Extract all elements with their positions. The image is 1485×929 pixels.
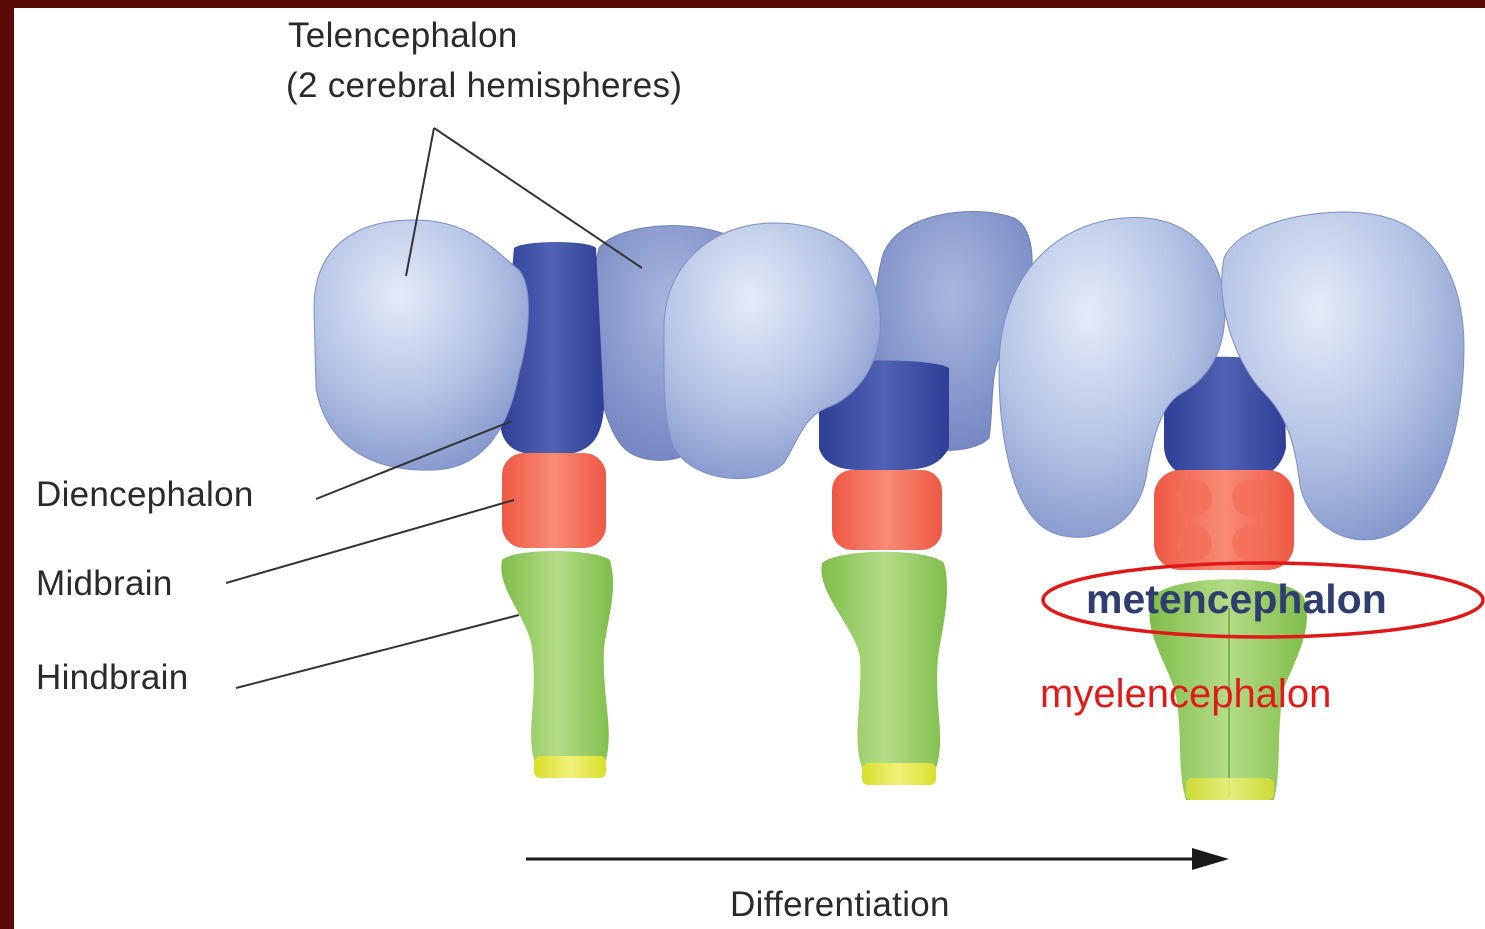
differentiation-label: Differentiation (730, 885, 950, 925)
diencephalon-label: Diencephalon (36, 475, 254, 515)
telencephalon-label: Telencephalon (288, 16, 518, 56)
myelencephalon-label: myelencephalon (1040, 672, 1331, 717)
telencephalon-note-label: (2 cerebral hemispheres) (286, 66, 682, 106)
stage1-spinal-tip (534, 756, 606, 778)
diagram-canvas: Telencephalon (2 cerebral hemispheres) D… (14, 8, 1485, 929)
midbrain-label: Midbrain (36, 564, 173, 604)
stage3-metencephalon (1154, 470, 1294, 570)
hindbrain-leader (236, 615, 519, 688)
hindbrain-label: Hindbrain (36, 658, 189, 698)
stage3-spinal-tip (1186, 778, 1274, 800)
differentiation-arrow (526, 848, 1229, 870)
stage-2-brain (664, 211, 1032, 785)
stage1-midbrain (502, 453, 606, 548)
stage2-hindbrain (821, 552, 947, 768)
midbrain-leader (226, 500, 514, 583)
stage2-midbrain (832, 470, 942, 550)
metencephalon-label: metencephalon (1086, 576, 1387, 623)
stage1-left-hemisphere (314, 220, 528, 470)
brain-development-diagram (14, 8, 1485, 929)
stage1-hindbrain (501, 551, 613, 760)
stage2-spinal-tip (862, 763, 936, 785)
